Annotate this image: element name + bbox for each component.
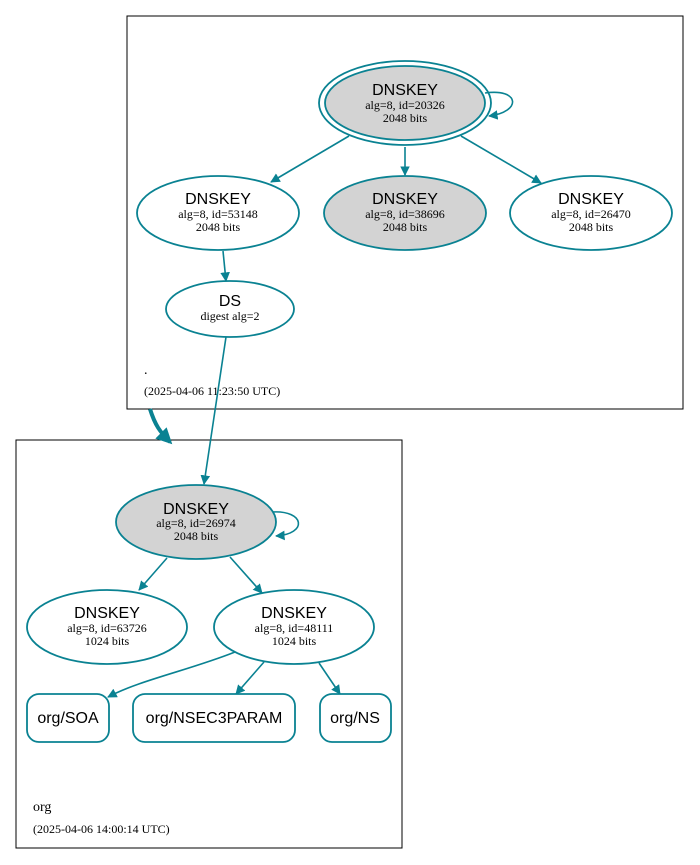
edge-ds-org-ksk (200, 336, 227, 485)
node-root-k3-type: DNSKEY (558, 191, 624, 208)
edge-root-k1-ds (220, 250, 230, 282)
node-org-k2-size: 1024 bits (272, 634, 317, 648)
node-root-ksk-type: DNSKEY (372, 82, 438, 99)
node-org-ksk[interactable]: DNSKEY alg=8, id=26974 2048 bits (115, 484, 277, 560)
edge-org-k2-nsec3param (235, 661, 265, 695)
node-org-soa[interactable]: org/SOA (26, 693, 110, 743)
edge-root-ksk-k1 (270, 135, 350, 183)
edge-delegation (148, 408, 173, 445)
node-root-k2-detail: alg=8, id=38696 (365, 207, 445, 221)
node-org-ksk-detail: alg=8, id=26974 (156, 516, 236, 530)
node-org-ksk-size: 2048 bits (174, 529, 219, 543)
zone-root-timestamp: (2025-04-06 11:23:50 UTC) (144, 384, 280, 398)
node-org-k1-type: DNSKEY (74, 605, 140, 622)
node-org-k2-type: DNSKEY (261, 605, 327, 622)
edge-root-ksk-self (484, 91, 514, 120)
edges (107, 91, 542, 698)
node-org-nsec3param-label: org/NSEC3PARAM (146, 710, 283, 727)
node-root-k2[interactable]: DNSKEY alg=8, id=38696 2048 bits (323, 175, 487, 251)
node-root-ksk-detail: alg=8, id=20326 (365, 98, 445, 112)
edge-org-ksk-self (271, 511, 300, 541)
node-org-ksk-type: DNSKEY (163, 501, 229, 518)
node-root-ds-type: DS (219, 293, 241, 310)
node-root-ksk-size: 2048 bits (383, 111, 428, 125)
node-org-k1-detail: alg=8, id=63726 (67, 621, 147, 635)
edge-root-ksk-k3 (460, 135, 542, 184)
node-org-nsec3param[interactable]: org/NSEC3PARAM (132, 693, 296, 743)
edge-org-k2-soa (107, 651, 236, 698)
node-org-k2-detail: alg=8, id=48111 (255, 621, 334, 635)
node-root-ds[interactable]: DS digest alg=2 (165, 280, 295, 338)
node-root-k3[interactable]: DNSKEY alg=8, id=26470 2048 bits (509, 175, 673, 251)
edge-org-ksk-k2 (229, 556, 263, 594)
node-root-k1-type: DNSKEY (185, 191, 251, 208)
zone-root-name: . (144, 363, 148, 378)
edge-org-k2-ns (318, 662, 341, 695)
edge-org-ksk-k1 (138, 557, 168, 591)
node-root-k3-size: 2048 bits (569, 220, 614, 234)
node-root-k1-detail: alg=8, id=53148 (178, 207, 258, 221)
node-root-k2-size: 2048 bits (383, 220, 428, 234)
zone-org-name: org (33, 800, 51, 815)
node-root-k3-detail: alg=8, id=26470 (551, 207, 631, 221)
node-org-ns-label: org/NS (330, 710, 380, 727)
node-org-k2[interactable]: DNSKEY alg=8, id=48111 1024 bits (213, 589, 375, 665)
node-root-k1[interactable]: DNSKEY alg=8, id=53148 2048 bits (136, 175, 300, 251)
zone-org-timestamp: (2025-04-06 14:00:14 UTC) (33, 822, 170, 836)
node-root-k2-type: DNSKEY (372, 191, 438, 208)
node-org-k1-size: 1024 bits (85, 634, 130, 648)
node-org-ns[interactable]: org/NS (319, 693, 392, 743)
node-org-k1[interactable]: DNSKEY alg=8, id=63726 1024 bits (26, 589, 188, 665)
node-org-soa-label: org/SOA (37, 710, 99, 727)
node-root-ksk[interactable]: DNSKEY alg=8, id=20326 2048 bits (318, 60, 492, 146)
node-root-k1-size: 2048 bits (196, 220, 241, 234)
node-root-ds-detail: digest alg=2 (200, 309, 259, 323)
